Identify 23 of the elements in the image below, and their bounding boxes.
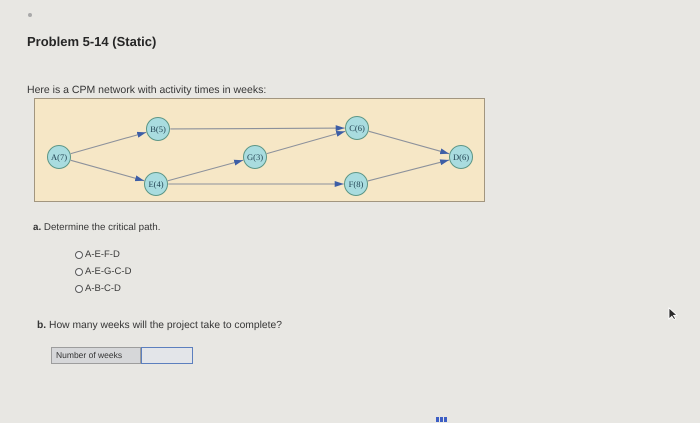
arrow bbox=[368, 159, 450, 182]
activity-node: A(7) bbox=[47, 145, 71, 169]
arrow bbox=[266, 130, 346, 154]
answer-option: A-B-C-D bbox=[85, 283, 121, 294]
question-text: a. Determine the critical path. bbox=[33, 221, 160, 234]
arrow bbox=[70, 160, 144, 182]
arrow bbox=[168, 160, 244, 182]
answer-option: A-E-G-C-D bbox=[85, 266, 132, 277]
activity-node: D(6) bbox=[449, 145, 473, 169]
activity-node: B(5) bbox=[146, 117, 170, 141]
activity-node: E(4) bbox=[144, 172, 168, 196]
answer-option: A-E-F-D bbox=[85, 249, 120, 260]
arrow bbox=[70, 132, 146, 154]
heading: Problem 5-14 (Static) bbox=[27, 34, 156, 50]
activity-node: C(6) bbox=[345, 116, 369, 140]
question-text: b. How many weeks will the project take to complete? bbox=[37, 319, 282, 332]
activity-node: F(8) bbox=[344, 172, 368, 196]
field-label: Number of weeks bbox=[51, 347, 141, 364]
arrow bbox=[168, 181, 344, 187]
arrow bbox=[368, 130, 450, 154]
arrow bbox=[170, 125, 345, 132]
activity-node: G(3) bbox=[243, 145, 267, 169]
intro-text: Here is a CPM network with activity times in weeks: bbox=[27, 84, 266, 97]
